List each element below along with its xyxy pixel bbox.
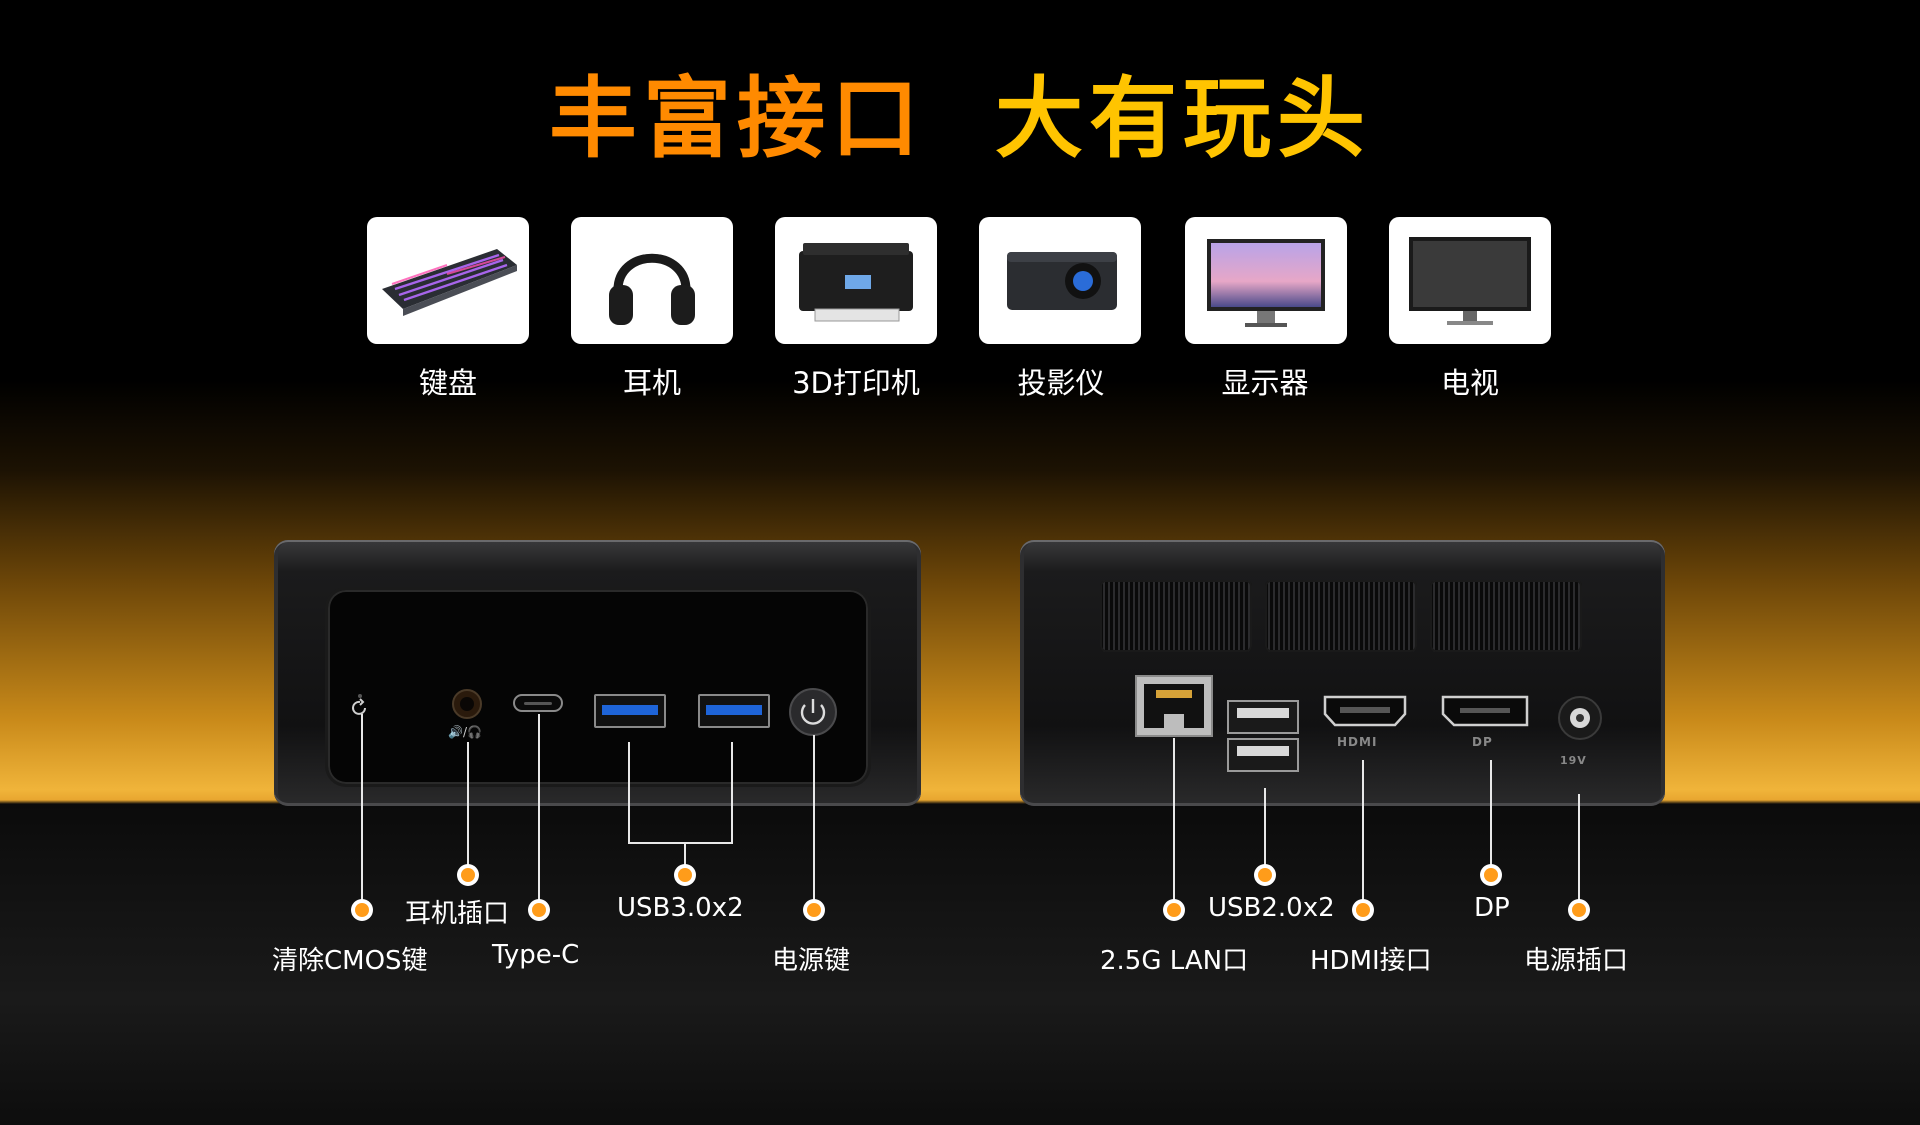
hdmi-marking: HDMI (1337, 735, 1378, 749)
usb3-port-1-icon (594, 694, 666, 728)
lan-port-icon (1135, 675, 1213, 737)
printer-card (775, 217, 937, 344)
label-lan: 2.5G LAN口 (1100, 946, 1249, 976)
line-usb2 (1264, 788, 1266, 874)
dot-headphone (461, 868, 475, 882)
monitor-card (1185, 217, 1347, 344)
line-usb3-a (628, 742, 630, 844)
device-label-headphones: 耳机 (622, 366, 681, 400)
dot-usb3 (678, 868, 692, 882)
dot-typec (532, 903, 546, 917)
device-label-tv: 电视 (1440, 366, 1499, 400)
title-part-1: 丰富接口 (548, 67, 925, 170)
headphones-icon (609, 253, 695, 325)
power-button-icon[interactable] (788, 687, 838, 737)
dot-usb2 (1258, 868, 1272, 882)
dot-lan (1167, 903, 1181, 917)
usb2-port-2-icon (1227, 738, 1299, 772)
label-power-button: 电源键 (772, 946, 851, 976)
keyboard-card (367, 217, 529, 344)
dot-cmos (355, 903, 369, 917)
label-dp: DP (1474, 893, 1510, 923)
label-usb2: USB2.0x2 (1208, 893, 1335, 923)
headphones-card (571, 217, 733, 344)
clear-cmos-icon (352, 694, 366, 715)
label-headphone-jack: 耳机插口 (405, 899, 510, 929)
hdmi-port-icon (1323, 695, 1407, 727)
vent-right (1430, 580, 1582, 652)
monitor-icon (1207, 239, 1325, 327)
front-panel (328, 590, 868, 784)
keyboard-icon (382, 249, 517, 316)
svg-text:🔊/🎧: 🔊/🎧 (448, 724, 482, 739)
device-label-keyboard: 键盘 (418, 366, 477, 400)
line-usb3-b (731, 742, 733, 844)
dp-marking: DP (1472, 735, 1493, 749)
printer-icon (799, 243, 913, 322)
device-label-monitor: 显示器 (1221, 366, 1309, 400)
dot-hdmi (1356, 903, 1370, 917)
label-hdmi: HDMI接口 (1310, 946, 1432, 976)
line-hdmi (1362, 760, 1364, 908)
line-typec (538, 714, 540, 908)
dc-power-port-icon (1558, 696, 1602, 740)
line-headphone (467, 742, 469, 874)
label-usb3: USB3.0x2 (617, 893, 744, 923)
dot-dp (1484, 868, 1498, 882)
title-part-2: 大有玩头 (995, 67, 1372, 170)
vent-left (1100, 580, 1252, 652)
vent-middle (1265, 580, 1417, 652)
dot-power (807, 903, 821, 917)
dc-marking: 19V (1560, 754, 1587, 767)
label-power-input: 电源插口 (1524, 946, 1629, 976)
page-title: 丰富接口大有玩头 (0, 48, 1920, 175)
line-cmos (361, 714, 363, 908)
line-lan (1173, 738, 1175, 908)
tv-card (1389, 217, 1551, 344)
device-label-printer: 3D打印机 (792, 366, 920, 400)
headphone-jack-icon: 🔊/🎧 (448, 689, 482, 739)
line-power (813, 735, 815, 908)
projector-card (979, 217, 1141, 344)
projector-icon (1007, 252, 1117, 310)
line-usb3-join (628, 842, 733, 844)
label-clear-cmos: 清除CMOS键 (272, 946, 428, 976)
device-label-projector: 投影仪 (1017, 366, 1105, 400)
displayport-icon (1441, 695, 1529, 727)
label-typec: Type-C (492, 940, 580, 970)
typec-port-icon (513, 694, 563, 712)
tv-icon (1409, 237, 1531, 325)
line-dc (1578, 794, 1580, 908)
dot-dc (1572, 903, 1586, 917)
line-usb3-stem (684, 842, 686, 874)
usb2-port-1-icon (1227, 700, 1299, 734)
line-dp (1490, 760, 1492, 874)
usb3-port-2-icon (698, 694, 770, 728)
